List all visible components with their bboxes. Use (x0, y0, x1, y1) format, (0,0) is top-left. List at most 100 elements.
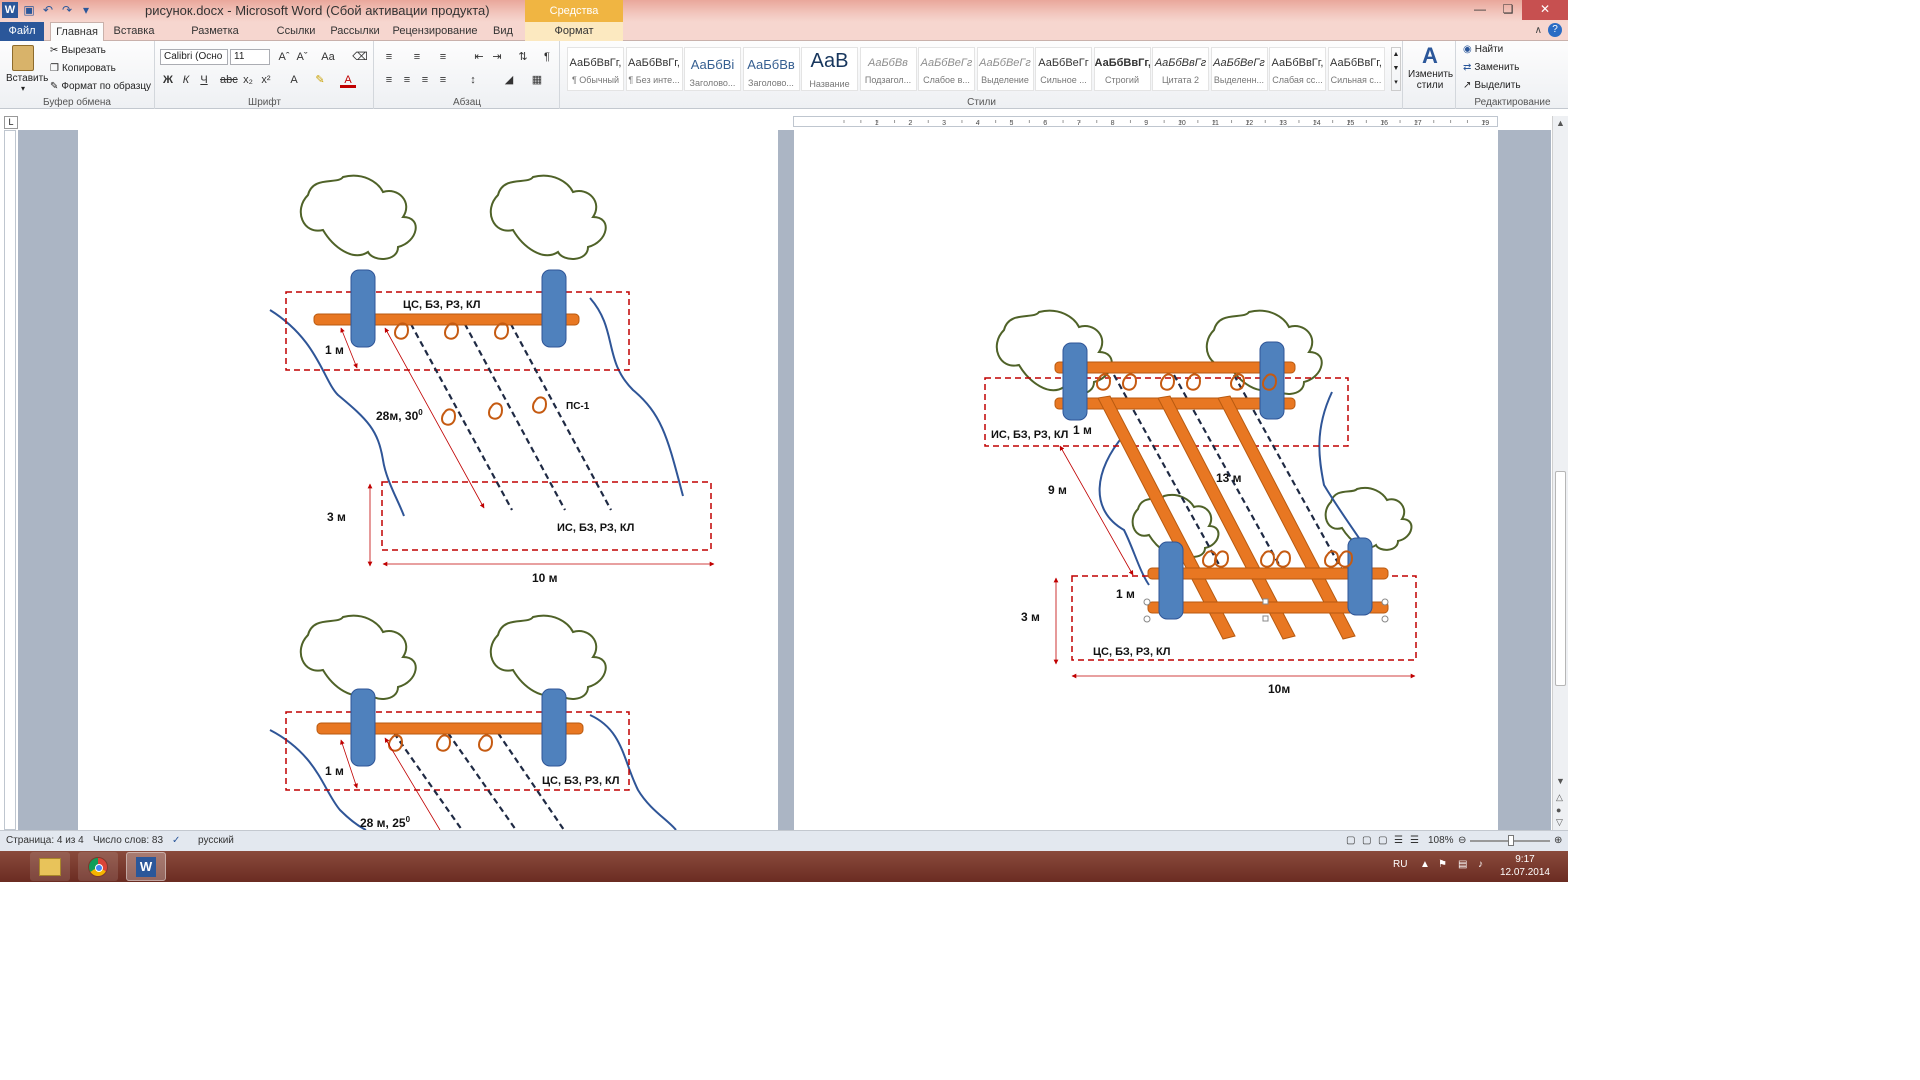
prev-page-icon[interactable]: △ (1556, 792, 1563, 802)
increase-indent-icon[interactable]: ⇥ (492, 51, 502, 63)
style-item[interactable]: АаБбВвГг,Слабая сс... (1269, 47, 1326, 91)
clock[interactable]: 9:17 12.07.2014 (1500, 853, 1550, 879)
font-name-combo[interactable]: Calibri (Осно (160, 49, 228, 65)
zoom-level[interactable]: 108% (1428, 835, 1454, 846)
drawing-canvas-right[interactable]: ИС, БЗ, РЗ, КЛ 1 м 9 м 13 м 1 м 3 м ЦС, … (794, 130, 1498, 830)
scroll-up-icon[interactable]: ▲ (1556, 118, 1565, 128)
multilevel-list-icon[interactable]: ≡ (439, 51, 447, 63)
decrease-indent-icon[interactable]: ⇤ (474, 51, 484, 63)
underline-icon[interactable]: Ч (200, 74, 208, 86)
vertical-scrollbar[interactable]: ▲ ▼ △ ● ▽ (1552, 116, 1568, 830)
word-logo-icon[interactable]: W (2, 2, 18, 18)
bold-icon[interactable]: Ж (163, 74, 173, 86)
align-left-icon[interactable]: ≡ (385, 74, 393, 86)
align-right-icon[interactable]: ≡ (421, 74, 429, 86)
language-status[interactable]: русский (198, 835, 234, 846)
minimize-button[interactable]: — (1474, 2, 1486, 16)
resize-handle[interactable] (1143, 598, 1151, 606)
gallery-scroll[interactable]: ▲▼▾ (1391, 47, 1401, 91)
tab-review[interactable]: Рецензирование (392, 25, 478, 37)
restore-button[interactable]: ❏ (1502, 2, 1514, 16)
zoom-knob[interactable] (1508, 835, 1514, 846)
scroll-down-icon[interactable]: ▼ (1556, 776, 1565, 786)
clear-format-icon[interactable]: ⌫ (352, 51, 368, 63)
change-case-icon[interactable]: Aa (321, 51, 335, 63)
next-page-icon[interactable]: ▽ (1556, 817, 1563, 827)
shrink-font-icon[interactable]: Aˇ (296, 51, 308, 63)
scroll-thumb[interactable] (1555, 471, 1566, 686)
sort-icon[interactable]: ⇅ (518, 51, 528, 63)
numbering-icon[interactable]: ≡ (413, 51, 421, 63)
style-item[interactable]: АаБбВвГг,Сильная с... (1327, 47, 1385, 91)
subscript-icon[interactable]: x₂ (243, 74, 253, 86)
style-item[interactable]: АаБбВвГг,Строгий (1093, 47, 1151, 91)
browse-object-icon[interactable]: ● (1556, 805, 1562, 815)
network-icon[interactable]: ▤ (1458, 859, 1468, 870)
help-icon[interactable]: ? (1548, 23, 1562, 37)
page-count[interactable]: Страница: 4 из 4 (6, 835, 84, 846)
tab-selector[interactable]: L (4, 116, 18, 129)
tab-format[interactable]: Формат (525, 22, 623, 41)
italic-icon[interactable]: К (182, 74, 190, 86)
resize-handle[interactable] (1262, 615, 1269, 622)
input-language[interactable]: RU (1393, 859, 1408, 870)
tray-expand-icon[interactable]: ▲ (1420, 859, 1430, 870)
tab-mailings[interactable]: Рассылки (330, 25, 380, 37)
font-color-icon[interactable]: A (340, 72, 356, 88)
drawing-canvas-left[interactable]: ЦС, БЗ, РЗ, КЛ 1 м 28м, 300 ПС-1 3 м ИС,… (78, 130, 778, 830)
select-button[interactable]: ↗Выделить (1463, 80, 1521, 91)
word-taskbar-button[interactable]: W (126, 852, 166, 881)
outline-icon[interactable]: ☰ (1394, 835, 1403, 846)
strikethrough-icon[interactable]: abc (220, 74, 238, 86)
style-item[interactable]: АаБбВвГг,¶ Обычный (567, 47, 624, 91)
proofing-icon[interactable]: ✓ (172, 835, 181, 846)
word-count[interactable]: Число слов: 83 (93, 835, 164, 846)
save-icon[interactable]: ▣ (23, 3, 35, 17)
change-styles-button[interactable]: A Изменить стили (1408, 43, 1453, 91)
volume-icon[interactable]: ♪ (1478, 859, 1483, 870)
borders-icon[interactable]: ▦ (531, 74, 543, 86)
line-spacing-icon[interactable]: ↕ (470, 74, 476, 86)
full-screen-icon[interactable]: ▢ (1362, 835, 1372, 846)
tab-view[interactable]: Вид (493, 25, 513, 37)
print-layout-icon[interactable]: ▢ (1346, 835, 1356, 846)
resize-handle[interactable] (1262, 598, 1269, 605)
action-center-icon[interactable]: ⚑ (1438, 859, 1447, 870)
superscript-icon[interactable]: x² (261, 74, 271, 86)
draft-icon[interactable]: ☰ (1410, 835, 1419, 846)
find-button[interactable]: ◉Найти (1463, 44, 1503, 55)
resize-handle[interactable] (1381, 615, 1389, 623)
format-painter-button[interactable]: ✎Формат по образцу (50, 81, 151, 92)
tab-page-layout[interactable]: Разметка страницы (190, 25, 239, 55)
tab-references[interactable]: Ссылки (276, 25, 316, 37)
resize-handle[interactable] (1143, 615, 1151, 623)
close-button[interactable]: ✕ (1522, 0, 1568, 20)
minimize-ribbon-icon[interactable]: ∧ (1534, 25, 1542, 36)
resize-handle[interactable] (1381, 598, 1389, 606)
align-center-icon[interactable]: ≡ (403, 74, 411, 86)
undo-icon[interactable]: ↶ (42, 3, 54, 17)
font-size-combo[interactable]: 11 (230, 49, 270, 65)
bullets-icon[interactable]: ≡ (385, 51, 393, 63)
tab-insert[interactable]: Вставка (113, 25, 155, 37)
redo-icon[interactable]: ↷ (61, 3, 73, 17)
copy-button[interactable]: ❐Копировать (50, 63, 116, 74)
cut-button[interactable]: ✂Вырезать (50, 45, 106, 56)
explorer-taskbar-button[interactable] (30, 852, 70, 881)
zoom-in-icon[interactable]: ⊕ (1554, 835, 1563, 846)
tab-home[interactable]: Главная (50, 22, 104, 42)
justify-icon[interactable]: ≡ (439, 74, 447, 86)
show-marks-icon[interactable]: ¶ (544, 51, 550, 63)
chrome-taskbar-button[interactable] (78, 852, 118, 881)
grow-font-icon[interactable]: Aˆ (278, 51, 290, 63)
text-effects-icon[interactable]: A (290, 74, 298, 86)
